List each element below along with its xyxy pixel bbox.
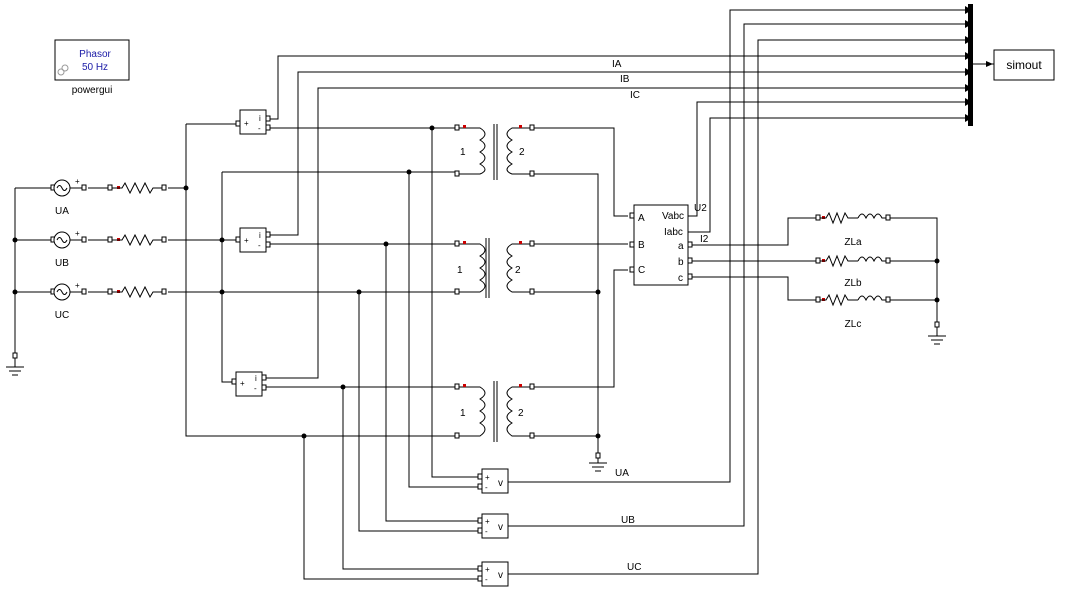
ac-source-ua[interactable]: + UA — [50, 177, 87, 217]
simout-label: simout — [1006, 58, 1042, 72]
svg-text:C: C — [638, 265, 645, 276]
svg-text:B: B — [638, 240, 645, 251]
svg-text:+: + — [75, 229, 80, 238]
three-phase-vi-measurement[interactable]: A B C Vabc Iabc a b c — [629, 204, 693, 286]
svg-text:1: 1 — [460, 408, 466, 419]
link-icon — [57, 64, 69, 76]
signal-ub: UB — [621, 515, 635, 526]
ac-source-uc[interactable]: + UC — [50, 281, 87, 321]
svg-text:-: - — [485, 483, 488, 492]
resistor-b[interactable] — [107, 233, 167, 247]
signal-u2: U2 — [694, 203, 707, 214]
signal-ua: UA — [615, 468, 629, 479]
load-zlc[interactable]: ZLc — [815, 293, 891, 330]
svg-text:+: + — [485, 517, 490, 526]
svg-text:v: v — [498, 570, 503, 581]
svg-text:v: v — [498, 522, 503, 533]
powergui-mode: Phasor — [79, 49, 111, 60]
load-zlb[interactable]: ZLb — [815, 254, 891, 289]
svg-text:1: 1 — [460, 147, 466, 158]
load-zlb-label: ZLb — [844, 278, 862, 289]
signal-ib: IB — [620, 74, 630, 85]
ground-icon — [6, 352, 24, 376]
svg-text:i: i — [259, 114, 261, 123]
svg-text:+: + — [485, 565, 490, 574]
load-zla-label: ZLa — [844, 237, 862, 248]
transformer-c[interactable]: 1 2 — [454, 381, 535, 442]
resistor-c[interactable] — [107, 285, 167, 299]
current-measurement-c[interactable]: + - i — [231, 371, 267, 397]
source-uc-label: UC — [55, 310, 69, 321]
svg-text:Vabc: Vabc — [662, 211, 684, 222]
mux-block[interactable] — [968, 4, 973, 126]
svg-text:2: 2 — [515, 265, 521, 276]
junction-dots — [12, 125, 940, 439]
svg-text:+: + — [240, 379, 245, 388]
svg-text:c: c — [678, 273, 683, 284]
signal-uc: UC — [627, 562, 641, 573]
current-measurement-a[interactable]: + - i — [235, 109, 271, 135]
source-ub-label: UB — [55, 258, 69, 269]
signal-i2: I2 — [700, 234, 709, 245]
ground-icon — [928, 321, 946, 345]
svg-text:-: - — [485, 575, 488, 584]
resistor-a[interactable] — [107, 181, 167, 195]
source-ua-label: UA — [55, 206, 69, 217]
signal-labels: IA IB IC U2 I2 UA UB UC — [612, 59, 709, 573]
powergui-label: powergui — [72, 85, 113, 96]
svg-text:2: 2 — [519, 147, 525, 158]
svg-text:-: - — [485, 527, 488, 536]
transformer-b[interactable]: 1 2 — [454, 238, 535, 298]
voltage-measurement-uc[interactable]: + - v — [477, 561, 509, 587]
transformer-a[interactable]: 1 2 — [454, 124, 535, 180]
svg-text:v: v — [498, 478, 503, 489]
signal-ia: IA — [612, 59, 622, 70]
svg-text:b: b — [678, 257, 684, 268]
ground-icon — [589, 452, 607, 472]
signal-ic: IC — [630, 90, 640, 101]
load-zlc-label: ZLc — [845, 319, 862, 330]
voltage-measurement-ub[interactable]: + - v — [477, 513, 509, 539]
powergui-frequency: 50 Hz — [82, 62, 108, 73]
svg-text:+: + — [244, 119, 249, 128]
ac-source-ub[interactable]: + UB — [50, 229, 87, 269]
simout-block[interactable]: simout — [993, 49, 1055, 81]
svg-text:a: a — [678, 241, 684, 252]
svg-text:+: + — [75, 281, 80, 290]
voltage-measurement-ua[interactable]: + - v — [477, 468, 509, 494]
svg-text:i: i — [259, 231, 261, 240]
svg-text:2: 2 — [518, 408, 524, 419]
svg-text:+: + — [485, 473, 490, 482]
svg-text:i: i — [255, 374, 257, 383]
svg-text:+: + — [244, 236, 249, 245]
powergui-block[interactable]: Phasor 50 Hz powergui — [54, 39, 130, 96]
svg-text:A: A — [638, 213, 645, 224]
svg-text:-: - — [258, 241, 261, 250]
svg-text:-: - — [254, 384, 257, 393]
load-zla[interactable]: ZLa — [815, 211, 891, 248]
svg-text:1: 1 — [457, 265, 463, 276]
current-measurement-b[interactable]: + - i — [235, 227, 271, 253]
svg-text:Iabc: Iabc — [664, 227, 683, 238]
svg-text:+: + — [75, 177, 80, 186]
svg-text:-: - — [258, 124, 261, 133]
